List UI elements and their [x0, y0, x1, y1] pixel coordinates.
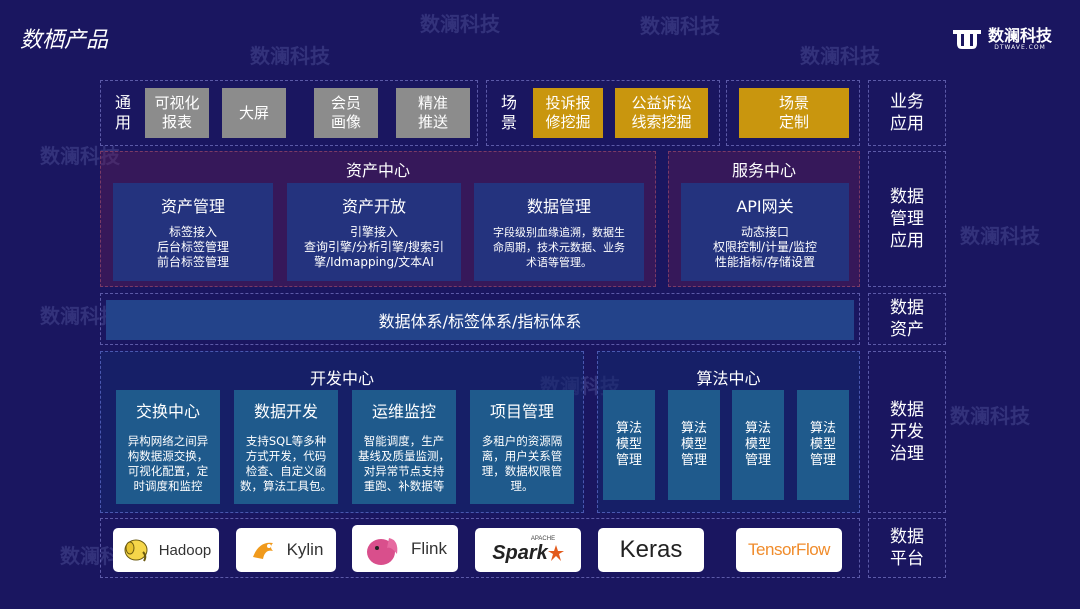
data-system-group — [100, 293, 860, 345]
algo-model-box-2: 算法 模型 管理 — [668, 390, 720, 500]
hadoop-logo: Hadoop — [113, 528, 219, 572]
page-title: 数栖产品 — [20, 28, 109, 53]
asset-management-card: 资产管理 标签接入 后台标签管理 前台标签管理 — [113, 183, 273, 281]
tensorflow-label: TensorFlow — [748, 540, 830, 559]
service-center-title: 服务中心 — [731, 161, 796, 180]
ops-monitor-body: 智能调度，生产 基线及质量监测， 对异常节点支持 重跑、补数据等 — [358, 434, 450, 493]
algo-model-box-1: 算法 模型 管理 — [603, 390, 655, 500]
kylin-logo: Kylin — [236, 528, 336, 572]
keras-logo: Keras — [598, 528, 704, 572]
algo-center-title: 算法中心 — [696, 369, 761, 388]
watermark: 数澜科技 — [640, 14, 720, 38]
scenario-apps-group — [486, 80, 720, 146]
flink-squirrel-icon — [367, 537, 398, 565]
asset-open-title: 资产开放 — [341, 197, 406, 216]
watermark: 数澜科技 — [800, 44, 880, 68]
data-dev-card: 数据开发 支持SQL等多种 方式开发，代码 检查、自定义函 数，算法工具包。 — [234, 390, 338, 504]
data-dev-body: 支持SQL等多种 方式开发，代码 检查、自定义函 数，算法工具包。 — [240, 434, 332, 493]
precise-push-box: 精准 推送 — [396, 88, 470, 138]
visual-report-box: 可视化 报表 — [145, 88, 209, 138]
side-label-data-assets: 数据 资产 — [868, 293, 946, 345]
logo-domain: DTWAVE.COM — [994, 43, 1046, 51]
general-label: 通 用 — [114, 93, 131, 132]
spark-label: Spark — [492, 541, 548, 564]
watermark: 数澜科技 — [950, 404, 1030, 428]
algo-model-box-4: 算法 模型 管理 — [797, 390, 849, 500]
kylin-label: Kylin — [286, 540, 324, 559]
hadoop-label: Hadoop — [158, 541, 212, 559]
general-apps-group — [100, 80, 478, 146]
tensorflow-logo: TensorFlow — [736, 528, 842, 572]
side-label-business-apps: 业务 应用 — [868, 80, 946, 146]
asset-management-body: 标签接入 后台标签管理 前台标签管理 — [156, 225, 229, 269]
project-mgmt-body: 多租户的资源隔 离，用户关系管 理，数据权限管 理。 — [481, 434, 563, 493]
spark-star-icon — [547, 545, 564, 561]
side-label-data-dev-governance: 数据 开发 治理 — [868, 351, 946, 513]
spark-logo: APACHE Spark — [475, 528, 581, 572]
spark-apache-prefix: APACHE — [530, 535, 556, 542]
spark-wordmark: Spark — [492, 542, 564, 565]
custom-scenario-group — [726, 80, 860, 146]
project-mgmt-card: 项目管理 多租户的资源隔 离，用户关系管 理，数据权限管 理。 — [470, 390, 574, 504]
watermark: 数澜科技 — [960, 224, 1040, 248]
api-gateway-title: API网关 — [736, 197, 794, 216]
side-label-data-mgmt-apps: 数据 管理 应用 — [868, 151, 946, 287]
ops-monitor-title: 运维监控 — [371, 402, 436, 421]
asset-open-body: 引擎接入 查询引擎/分析引擎/搜索引 擎/Idmapping/文本AI — [303, 225, 445, 269]
api-gateway-body: 动态接口 权限控制/计量/监控 性能指标/存储设置 — [712, 225, 818, 269]
asset-management-title: 资产管理 — [160, 197, 225, 216]
data-dev-title: 数据开发 — [253, 402, 318, 421]
tech-platform-group — [100, 518, 860, 578]
logo-text-group: 数澜科技 DTWAVE.COM — [988, 25, 1053, 51]
litigation-mining-box: 公益诉讼 线索挖掘 — [615, 88, 708, 138]
logo-mark-icon — [953, 30, 981, 49]
data-system-band: 数据体系/标签体系/指标体系 — [106, 300, 854, 340]
data-management-title: 数据管理 — [526, 197, 591, 216]
project-mgmt-title: 项目管理 — [489, 402, 554, 421]
keras-label: Keras — [619, 536, 683, 563]
logo-name: 数澜科技 — [988, 25, 1053, 45]
api-gateway-card: API网关 动态接口 权限控制/计量/监控 性能指标/存储设置 — [681, 183, 849, 281]
member-profile-box: 会员 画像 — [314, 88, 378, 138]
data-management-card: 数据管理 字段级别血缘追溯，数据生 命周期，技术元数据、业务 术语等管理。 — [474, 183, 644, 281]
flink-label: Flink — [411, 538, 447, 558]
algo-model-box-3: 算法 模型 管理 — [732, 390, 784, 500]
flink-logo: Flink — [352, 525, 458, 572]
data-management-body: 字段级别血缘追溯，数据生 命周期，技术元数据、业务 术语等管理。 — [493, 226, 625, 269]
company-logo: 数澜科技 DTWAVE.COM — [950, 25, 1052, 53]
asset-center-title: 资产中心 — [345, 161, 410, 180]
ops-monitor-card: 运维监控 智能调度，生产 基线及质量监测， 对异常节点支持 重跑、补数据等 — [352, 390, 456, 504]
scenario-label: 场 景 — [500, 93, 517, 132]
watermark: 数澜科技 — [420, 12, 500, 36]
exchange-center-card: 交换中心 异构网络之间异 构数据源交换， 可视化配置，定 时调度和监控 — [116, 390, 220, 504]
side-label-data-platform: 数据 平台 — [868, 518, 946, 578]
exchange-center-title: 交换中心 — [135, 402, 200, 421]
big-screen-box: 大屏 — [222, 88, 286, 138]
hadoop-elephant-icon — [124, 539, 148, 562]
dev-center-title: 开发中心 — [309, 369, 374, 388]
asset-open-card: 资产开放 引擎接入 查询引擎/分析引擎/搜索引 擎/Idmapping/文本AI — [287, 183, 461, 281]
custom-scenario-box: 场景 定制 — [739, 88, 849, 138]
watermark: 数澜科技 — [250, 44, 330, 68]
kylin-icon — [252, 542, 273, 559]
complaint-mining-box: 投诉报 修挖掘 — [533, 88, 603, 138]
exchange-center-body: 异构网络之间异 构数据源交换， 可视化配置，定 时调度和监控 — [127, 434, 209, 493]
